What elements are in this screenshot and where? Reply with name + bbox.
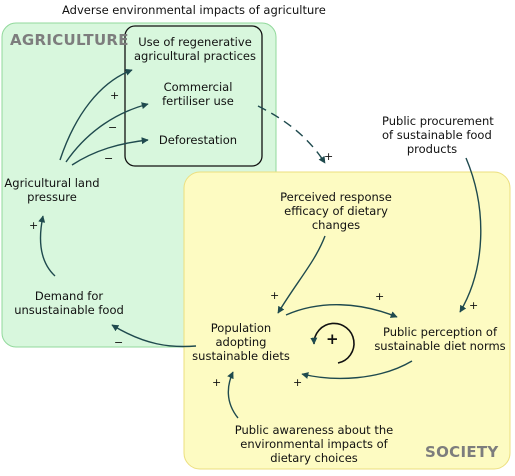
practices-box bbox=[124, 25, 263, 167]
sign-population-to-perception: + bbox=[375, 290, 385, 303]
sign-population-to-demand: − bbox=[114, 336, 124, 349]
society-region bbox=[183, 171, 511, 470]
region-label-agriculture: AGRICULTURE bbox=[10, 31, 129, 49]
sign-efficacy-to-population: + bbox=[270, 289, 280, 302]
arrow-population-to-demand bbox=[111, 324, 197, 348]
arrow-pressure-to-regenerative bbox=[59, 68, 133, 161]
sign-fertiliser-to-efficacy: + bbox=[324, 150, 334, 163]
sign-awareness-to-population: + bbox=[212, 376, 222, 389]
sign-demand-to-pressure: + bbox=[29, 219, 39, 232]
sign-reinforcing-loop: + bbox=[326, 330, 339, 348]
arrow-efficacy-to-population bbox=[277, 235, 326, 314]
arrow-fertiliser-to-efficacy bbox=[257, 105, 326, 164]
arrow-perception-to-population bbox=[301, 360, 413, 380]
loop-reinforcing-arc bbox=[310, 322, 355, 364]
arrow-awareness-to-population bbox=[227, 371, 239, 419]
arrow-pressure-to-fertiliser bbox=[65, 102, 149, 163]
arrow-procurement-to-perception bbox=[459, 157, 482, 313]
diagram-title: Adverse environmental impacts of agricul… bbox=[62, 3, 326, 17]
arrow-demand-to-pressure bbox=[38, 215, 56, 277]
arrow-pressure-to-deforestation bbox=[71, 137, 149, 166]
sign-procurement-to-perception: + bbox=[469, 299, 479, 312]
arrow-population-to-perception bbox=[285, 304, 398, 318]
sign-pressure-to-fertiliser: − bbox=[108, 121, 118, 134]
sign-perception-to-population: + bbox=[293, 376, 303, 389]
region-label-society: SOCIETY bbox=[425, 443, 499, 461]
sign-pressure-to-regenerative: + bbox=[110, 89, 120, 102]
sign-pressure-to-deforestation: − bbox=[104, 152, 114, 165]
node-deforestation: Deforestation bbox=[158, 133, 238, 147]
